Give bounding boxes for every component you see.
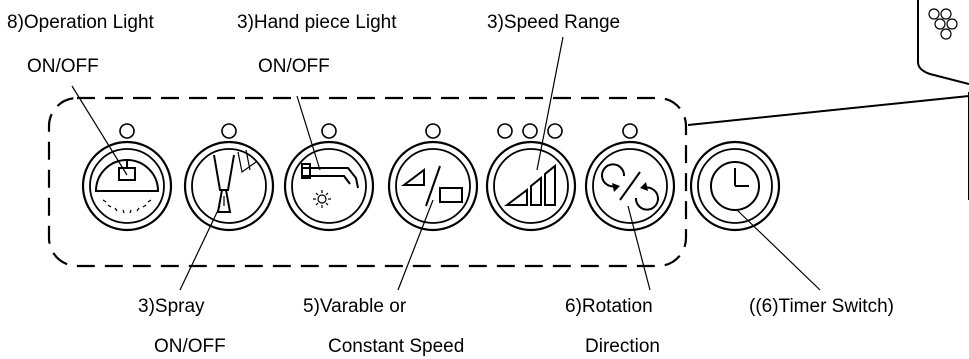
rotation-direction-icon bbox=[601, 163, 659, 211]
speed-range-led-2 bbox=[522, 123, 538, 139]
label-spray-state: ON/OFF bbox=[154, 336, 226, 357]
operation-light-led bbox=[119, 123, 135, 139]
label-spray: 3)Spray bbox=[138, 296, 205, 317]
handpiece-light-icon bbox=[301, 163, 359, 208]
label-speed-range: 3)Speed Range bbox=[487, 12, 620, 33]
variable-speed-button[interactable] bbox=[387, 140, 479, 232]
label-variable-speed-line2: Constant Speed bbox=[328, 336, 464, 357]
spray-icon bbox=[213, 149, 257, 213]
spray-button[interactable] bbox=[183, 140, 275, 232]
label-variable-speed: 5)Varable or bbox=[303, 296, 407, 317]
timer-clock-icon bbox=[710, 161, 760, 211]
rotation-led bbox=[622, 123, 638, 139]
panel-to-device-leader bbox=[687, 95, 969, 126]
spray-led bbox=[221, 123, 237, 139]
handpiece-light-led bbox=[321, 123, 337, 139]
handpiece-light-button[interactable] bbox=[283, 140, 375, 232]
label-handpiece-light-state: ON/OFF bbox=[258, 56, 330, 77]
device-corner-fragment bbox=[917, 0, 969, 200]
timer-switch-button[interactable] bbox=[689, 140, 781, 232]
variable-constant-speed-icon bbox=[401, 165, 463, 207]
speed-range-led-1 bbox=[497, 123, 513, 139]
operation-light-icon bbox=[94, 159, 160, 214]
speed-range-led-3 bbox=[547, 123, 563, 139]
panel-outline bbox=[47, 96, 688, 268]
speed-range-icon bbox=[504, 163, 556, 206]
label-rotation-line2: Direction bbox=[585, 336, 660, 357]
operation-light-button[interactable] bbox=[81, 140, 173, 232]
label-timer-switch: ((6)Timer Switch) bbox=[749, 296, 894, 317]
leader-lines bbox=[71, 36, 821, 291]
speed-range-button[interactable] bbox=[485, 140, 577, 232]
label-operation-light-state: ON/OFF bbox=[27, 56, 99, 77]
rotation-direction-button[interactable] bbox=[584, 140, 676, 232]
label-operation-light: 8)Operation Light bbox=[7, 12, 155, 33]
variable-speed-led bbox=[425, 123, 441, 139]
label-rotation: 6)Rotation bbox=[565, 296, 653, 317]
label-handpiece-light: 3)Hand piece Light bbox=[237, 12, 397, 33]
